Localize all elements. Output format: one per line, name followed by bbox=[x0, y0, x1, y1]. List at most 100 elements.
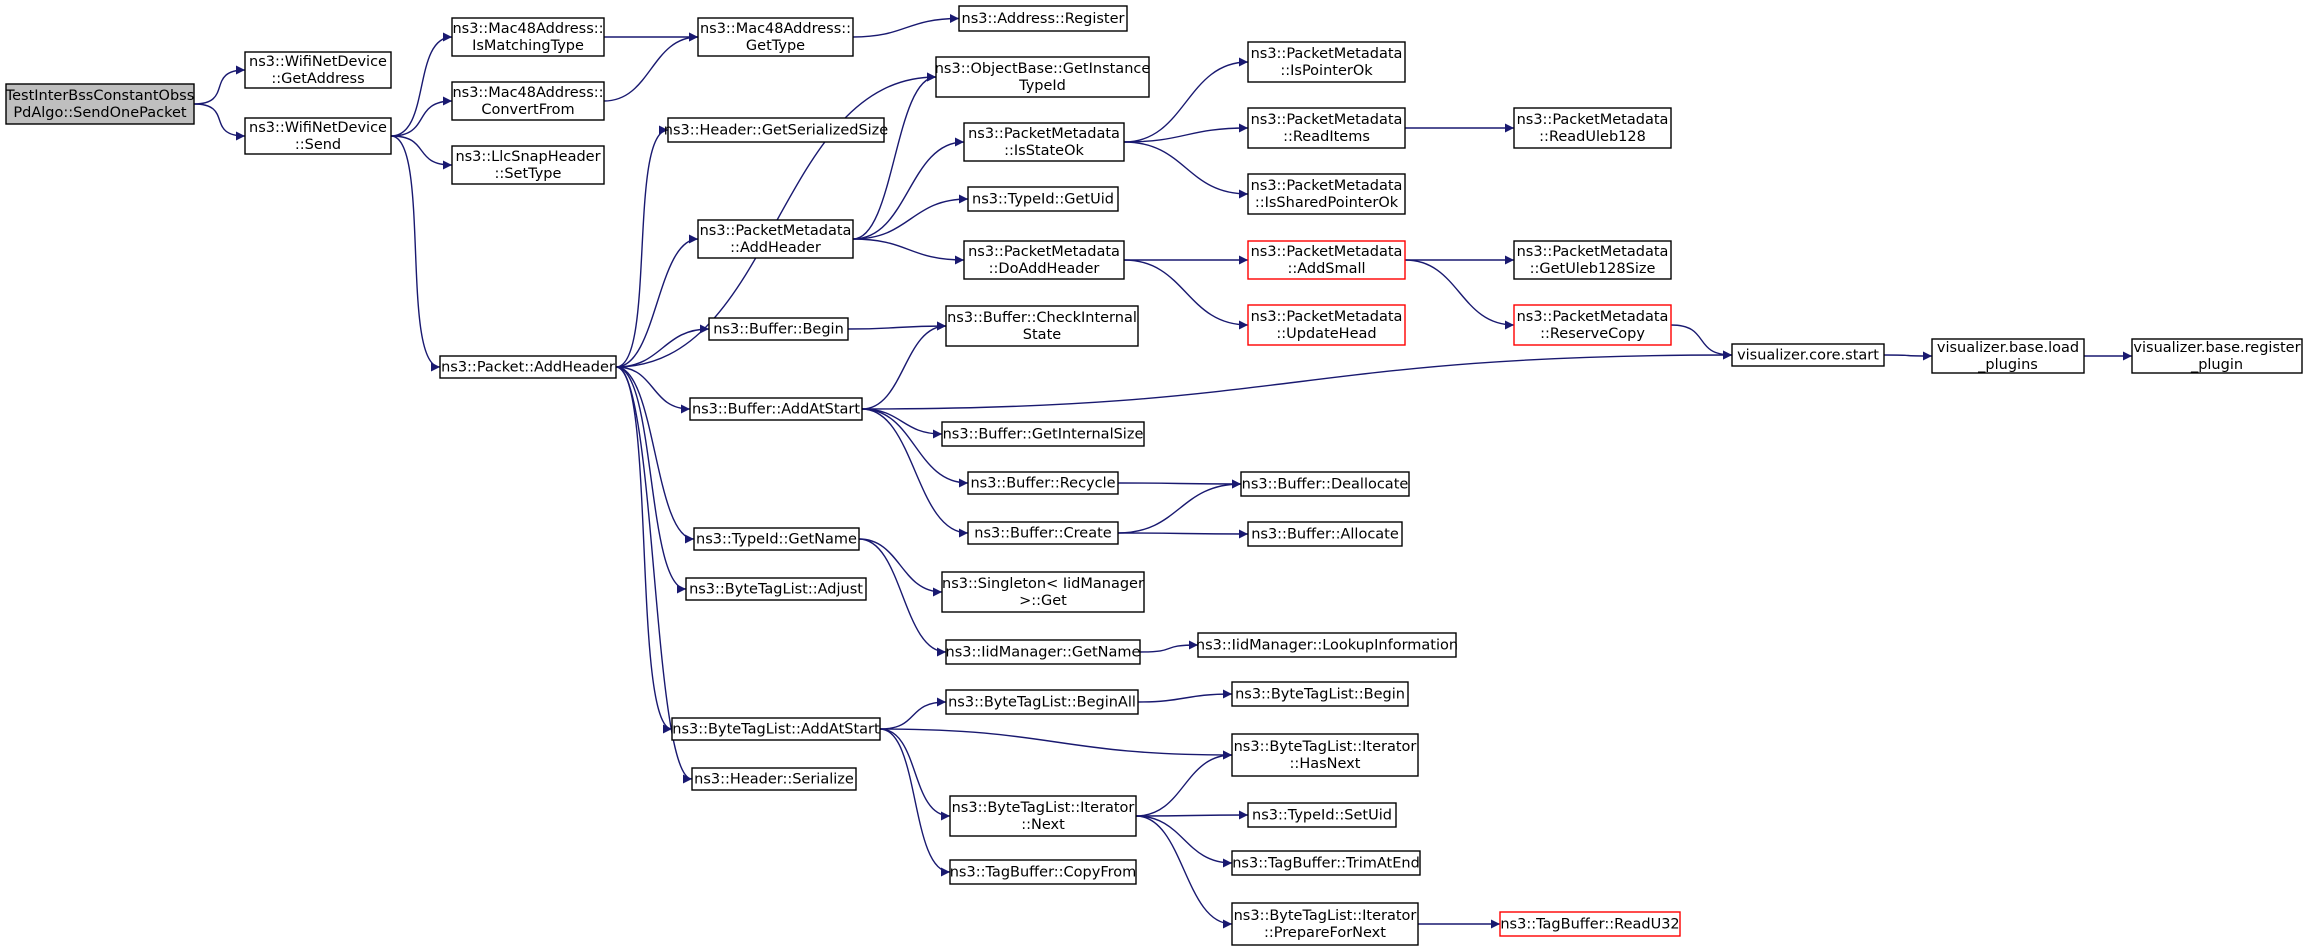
function-node[interactable]: ns3::Mac48Address::GetType bbox=[697, 17, 854, 57]
node-label: ns3::LlcSnapHeader bbox=[455, 149, 600, 165]
node-label: ns3::PacketMetadata bbox=[1251, 112, 1403, 128]
function-node[interactable]: ns3::Singleton< IidManager >::Get bbox=[941, 571, 1145, 613]
function-node[interactable]: ns3::Buffer::Begin bbox=[708, 317, 849, 341]
node-label: ::AddHeader bbox=[730, 240, 821, 256]
function-node[interactable]: ns3::WifiNetDevice::GetAddress bbox=[244, 51, 392, 89]
function-node[interactable]: ns3::TagBuffer::CopyFrom bbox=[949, 859, 1137, 885]
node-box bbox=[1247, 41, 1406, 83]
node-label: ns3::Buffer::Recycle bbox=[970, 476, 1115, 492]
function-node[interactable]: ns3::TypeId::GetUid bbox=[967, 186, 1119, 212]
function-node[interactable]: ns3::ByteTagList::Adjust bbox=[685, 577, 867, 601]
node-label: IsMatchingType bbox=[472, 38, 584, 54]
function-node[interactable]: ns3::TypeId::GetName bbox=[693, 527, 860, 551]
function-node[interactable]: ns3::PacketMetadata::ReserveCopy bbox=[1513, 304, 1672, 346]
function-node[interactable]: ns3::PacketMetadata::UpdateHead bbox=[1247, 304, 1406, 346]
node-box bbox=[691, 767, 857, 791]
function-node[interactable]: ns3::PacketMetadata::AddHeader bbox=[697, 219, 854, 259]
function-node[interactable]: ns3::PacketMetadata::DoAddHeader bbox=[963, 240, 1125, 280]
node-box bbox=[945, 689, 1139, 715]
node-box bbox=[1247, 107, 1406, 149]
node-label: ns3::ByteTagList::AddAtStart bbox=[672, 722, 880, 738]
function-node[interactable]: ns3::Buffer::AddAtStart bbox=[689, 397, 863, 421]
function-node[interactable]: ns3::PacketMetadata::IsPointerOk bbox=[1247, 41, 1406, 83]
node-label: ns3::ByteTagList::Begin bbox=[1235, 687, 1405, 703]
function-node[interactable]: ns3::ByteTagList::Iterator::PrepareForNe… bbox=[1231, 902, 1419, 946]
function-node[interactable]: visualizer.base.load_plugins bbox=[1931, 338, 2085, 374]
function-node[interactable]: ns3::TagBuffer::ReadU32 bbox=[1499, 911, 1681, 937]
function-node[interactable]: ns3::TypeId::SetUid bbox=[1247, 802, 1397, 828]
node-label: ns3::PacketMetadata bbox=[968, 244, 1120, 260]
call-edge bbox=[879, 697, 947, 730]
function-node[interactable]: ns3::Packet::AddHeader bbox=[439, 355, 617, 379]
call-edge bbox=[1139, 640, 1199, 653]
call-edge bbox=[1137, 689, 1233, 703]
function-node[interactable]: ns3::Header::GetSerializedSize bbox=[664, 117, 889, 143]
function-node[interactable]: visualizer.base.register_plugin bbox=[2131, 338, 2303, 374]
node-box bbox=[949, 795, 1137, 837]
function-node[interactable]: ns3::PacketMetadata::GetUleb128Size bbox=[1513, 240, 1672, 280]
function-node[interactable]: ns3::ByteTagList::Iterator::Next bbox=[949, 795, 1137, 837]
node-box bbox=[1231, 733, 1419, 777]
function-node[interactable]: ns3::ByteTagList::Iterator::HasNext bbox=[1231, 733, 1419, 777]
node-label: ns3::TypeId::GetUid bbox=[972, 192, 1114, 208]
node-label: ns3::ByteTagList::Adjust bbox=[689, 582, 863, 598]
call-edge bbox=[390, 135, 453, 170]
function-node[interactable]: ns3::PacketMetadata::IsSharedPointerOk bbox=[1247, 173, 1406, 215]
function-node[interactable]: ns3::ByteTagList::BeginAll bbox=[945, 689, 1139, 715]
call-edge bbox=[603, 32, 699, 102]
function-node[interactable]: ns3::Buffer::Allocate bbox=[1247, 521, 1403, 547]
node-layer: TestInterBssConstantObssPdAlgo::SendOneP… bbox=[5, 5, 2303, 946]
function-node[interactable]: ns3::Mac48Address::IsMatchingType bbox=[451, 17, 605, 57]
function-node[interactable]: ns3::PacketMetadata::ReadItems bbox=[1247, 107, 1406, 149]
node-box bbox=[1247, 173, 1406, 215]
function-node[interactable]: ns3::IidManager::LookupInformation bbox=[1196, 632, 1458, 658]
function-node[interactable]: visualizer.core.start bbox=[1731, 343, 1885, 367]
function-node[interactable]: ns3::Buffer::Create bbox=[967, 521, 1119, 545]
call-edge bbox=[852, 137, 965, 240]
node-label: visualizer.base.register bbox=[2133, 340, 2300, 356]
node-box bbox=[1231, 850, 1421, 876]
node-box bbox=[2131, 338, 2303, 374]
call-edge bbox=[1670, 324, 1733, 360]
node-label: ns3::TagBuffer::ReadU32 bbox=[1500, 917, 1679, 933]
node-label: ns3::ByteTagList::Iterator bbox=[1234, 739, 1417, 755]
function-node[interactable]: ns3::PacketMetadata::AddSmall bbox=[1247, 240, 1406, 280]
function-node[interactable]: ns3::Buffer::GetInternalSize bbox=[941, 421, 1145, 447]
function-node[interactable]: ns3::WifiNetDevice::Send bbox=[244, 117, 392, 155]
call-edge bbox=[390, 32, 453, 137]
function-node[interactable]: ns3::Buffer::Deallocate bbox=[1240, 471, 1410, 497]
root-node: TestInterBssConstantObssPdAlgo::SendOneP… bbox=[5, 83, 195, 125]
node-box bbox=[945, 639, 1141, 665]
node-box bbox=[1513, 107, 1672, 149]
node-box bbox=[1231, 681, 1409, 707]
call-edge bbox=[615, 366, 693, 784]
call-edge bbox=[861, 408, 969, 488]
function-node[interactable]: ns3::LlcSnapHeader::SetType bbox=[451, 145, 605, 185]
function-node[interactable]: ns3::Mac48Address::ConvertFrom bbox=[451, 81, 605, 121]
function-node[interactable]: ns3::Address::Register bbox=[958, 5, 1128, 32]
call-edge bbox=[193, 103, 246, 141]
node-label: ns3::Mac48Address:: bbox=[700, 21, 851, 37]
function-node[interactable]: ns3::PacketMetadata::ReadUleb128 bbox=[1513, 107, 1672, 149]
node-box bbox=[941, 421, 1145, 447]
function-node[interactable]: ns3::IidManager::GetName bbox=[945, 639, 1141, 665]
node-label: ::DoAddHeader bbox=[989, 261, 1100, 277]
function-node[interactable]: ns3::Header::Serialize bbox=[691, 767, 857, 791]
node-label: ::ReserveCopy bbox=[1540, 326, 1645, 342]
function-node[interactable]: ns3::Buffer::Recycle bbox=[967, 471, 1119, 495]
node-box bbox=[1247, 304, 1406, 346]
function-node[interactable]: ns3::ByteTagList::Begin bbox=[1231, 681, 1409, 707]
function-node[interactable]: ns3::TagBuffer::TrimAtEnd bbox=[1231, 850, 1421, 876]
node-label: GetType bbox=[746, 38, 805, 54]
function-node[interactable]: ns3::PacketMetadata::IsStateOk bbox=[963, 122, 1125, 162]
node-box bbox=[451, 81, 605, 121]
node-label: ns3::Buffer::AddAtStart bbox=[692, 402, 860, 418]
call-edge bbox=[1123, 259, 1249, 330]
node-label: ns3::PacketMetadata bbox=[1517, 309, 1669, 325]
node-label: ns3::WifiNetDevice bbox=[249, 54, 387, 70]
function-node[interactable]: ns3::ByteTagList::AddAtStart bbox=[671, 717, 881, 741]
node-label: ns3::PacketMetadata bbox=[1517, 244, 1669, 260]
node-box bbox=[671, 717, 881, 741]
